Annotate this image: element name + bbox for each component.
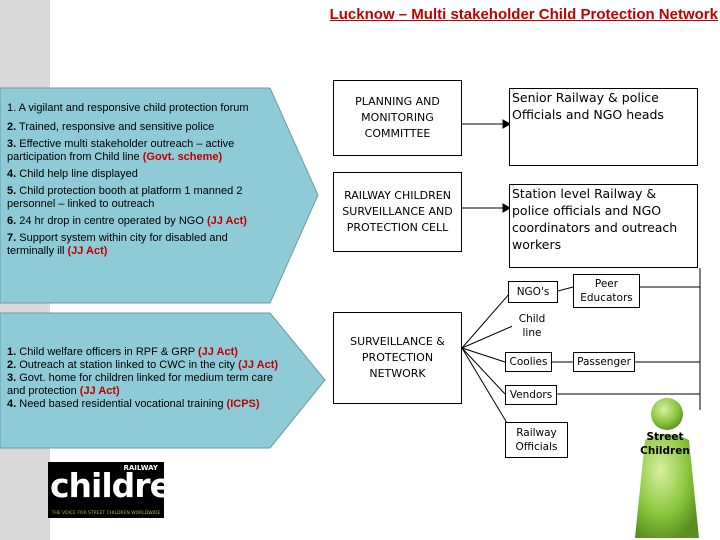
left-top-list: 1. A vigilant and responsive child prote… [7,102,257,258]
list-item: 3. Effective multi stakeholder outreach … [7,138,235,163]
vendors-box: Vendors [505,385,557,405]
list-item: 2. Trained, responsive and sensitive pol… [7,121,215,133]
logo-wordmark: children [50,466,194,505]
list-item: 7. Support system within city for disabl… [7,232,228,257]
list-item: 4. Child help line displayed [7,168,138,180]
childline-box: Child line [512,312,552,342]
railway-children-logo: RAILWAY children THE VOICE FOR STREET CH… [48,462,194,518]
list-item: 3. Govt. home for children linked for me… [7,372,273,397]
line-network-childline [461,324,516,349]
list-item: 2. Outreach at station linked to CWC in … [7,359,279,371]
figure-body-shape [635,434,699,538]
surveillance-cell-box: RAILWAY CHILDREN SURVEILLANCE AND PROTEC… [333,172,462,252]
list-item: 1. A vigilant and responsive child prote… [7,102,249,114]
figure-head-shape [651,398,683,430]
line-ngos-peer [557,286,574,292]
arrowhead-planning-senior [502,119,512,129]
left-bottom-list: 1. Child welfare officers in RPF & GRP (… [7,346,279,411]
peer-educators-box: Peer Educators [573,274,640,308]
page-title: Lucknow – Multi stakeholder Child Protec… [329,6,718,23]
senior-officials-box: Senior Railway & police Officials and NG… [509,88,698,166]
list-item: 1. Child welfare officers in RPF & GRP (… [7,346,238,358]
line-network-vendors [461,347,506,395]
logo-top-text: RAILWAY [123,464,158,472]
passenger-box: Passenger [573,352,635,372]
protection-network-box: SURVEILLANCE & PROTECTION NETWORK [333,312,462,404]
logo-tagline: THE VOICE FOR STREET CHILDREN WORLDWIDE [51,511,161,516]
line-network-ngos [461,292,511,349]
ngos-box: NGO's [508,281,558,303]
station-level-box: Station level Railway & police officials… [509,184,698,268]
top-arrow-shape [0,87,319,304]
list-item: 6. 24 hr drop in centre operated by NGO … [7,215,247,227]
coolies-box: Coolies [505,352,552,372]
arrowhead-cell-station [502,203,512,213]
planning-committee-box: PLANNING AND MONITORING COMMITTEE [333,80,462,156]
line-network-coolies [461,347,506,363]
bottom-arrow-shape [0,312,326,449]
street-children-label: Street Children [640,431,690,457]
line-network-railway [461,347,511,429]
list-item: 5. Child protection booth at platform 1 … [7,185,243,210]
street-children-figure [635,398,699,538]
list-item: 4. Need based residential vocational tra… [7,398,260,410]
railway-officials-box: Railway Officials [505,422,568,458]
